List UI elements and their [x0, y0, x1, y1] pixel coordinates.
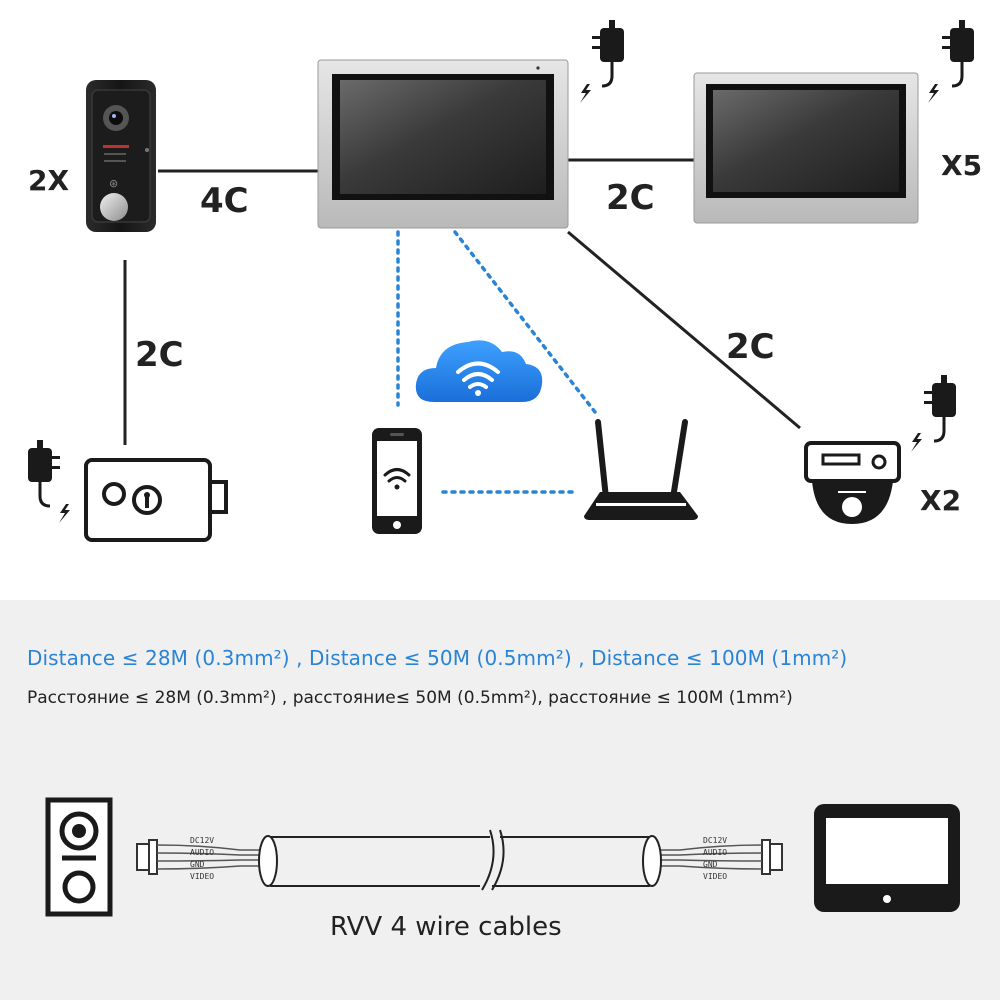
pin-label: VIDEO	[703, 872, 727, 881]
lightning-icon	[928, 84, 939, 103]
pin-labels-right: DC12V AUDIO GND VIDEO	[703, 836, 727, 881]
cloud-wifi-icon	[415, 340, 543, 402]
cable-title: RVV 4 wire cables	[330, 912, 562, 942]
wire-monitor-camera	[567, 230, 801, 430]
smartphone-icon	[372, 428, 422, 534]
router-icon	[584, 419, 698, 520]
cable-drawing	[136, 829, 783, 891]
pin-labels-left: DC12V AUDIO GND VIDEO	[190, 836, 214, 881]
lightning-icon	[911, 433, 922, 452]
svg-text:⊛: ⊛	[109, 177, 118, 190]
distance-russian: Расстояние ≤ 28M (0.3mm²) , расстояние≤ …	[27, 688, 793, 708]
electric-lock	[84, 458, 228, 542]
indoor-monitor-main	[317, 59, 569, 229]
cable-info-panel	[0, 600, 1000, 1000]
indoor-monitor-extension	[693, 72, 919, 224]
dome-camera	[804, 441, 901, 524]
pin-label: AUDIO	[703, 848, 727, 857]
label-4c: 4C	[200, 181, 249, 221]
lightning-icon	[59, 504, 70, 523]
monitor-outline-icon	[814, 804, 960, 912]
doorbell-outline-icon	[45, 797, 113, 917]
pin-label: DC12V	[190, 836, 214, 845]
lightning-icon	[580, 84, 591, 103]
doorbell-panel: ⊛	[86, 80, 156, 232]
label-2c-monitors: 2C	[606, 178, 655, 218]
power-adapter-icon	[590, 18, 626, 88]
monitor-qty: X5	[941, 149, 982, 182]
distance-english: Distance ≤ 28M (0.3mm²) , Distance ≤ 50M…	[27, 646, 848, 670]
power-adapter-icon	[26, 438, 62, 508]
pin-label: GND	[190, 860, 205, 869]
label-2c-lock: 2C	[135, 335, 184, 375]
doorbell-qty: 2X	[28, 164, 69, 197]
label-2c-camera: 2C	[726, 327, 775, 367]
power-adapter-icon	[940, 18, 976, 88]
pin-label: GND	[703, 860, 718, 869]
power-adapter-icon	[922, 373, 958, 443]
pin-label: VIDEO	[190, 872, 214, 881]
pin-label: AUDIO	[190, 848, 214, 857]
pin-label: DC12V	[703, 836, 727, 845]
camera-qty: X2	[920, 484, 961, 517]
wifi-links	[396, 230, 597, 494]
